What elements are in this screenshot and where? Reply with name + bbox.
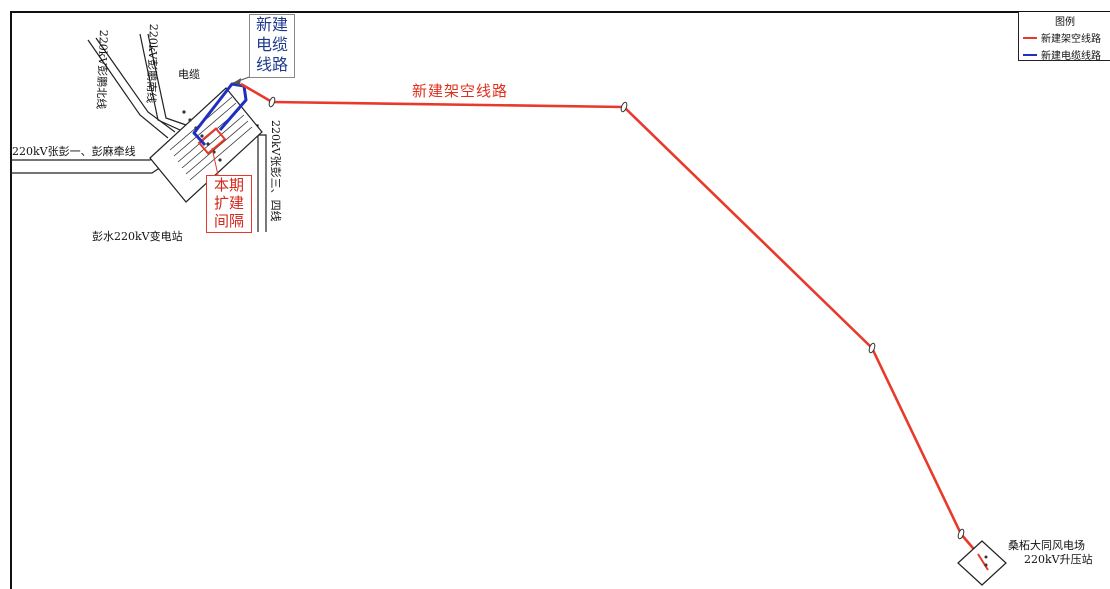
- bay-expansion-line1: 本期: [213, 176, 244, 194]
- wind-farm-name: 桑柘大同风电场: [1008, 539, 1085, 552]
- existing-line-pengmo-nan: [139, 33, 187, 131]
- new-cable-callout-line2: 电缆: [255, 35, 288, 54]
- legend-label-cable: 新建电缆线路: [1041, 51, 1101, 62]
- bay-expansion-callout: 本期 扩建 间隔: [206, 175, 252, 233]
- wind-farm-substation: [957, 540, 1007, 586]
- new-cable-callout-line1: 新建: [255, 15, 288, 34]
- tower-icon: [620, 101, 628, 113]
- legend-swatch-overhead: [1023, 36, 1037, 39]
- tower-markers: [268, 96, 965, 540]
- wind-farm-station: 220kV升压站: [1024, 553, 1093, 566]
- new-overhead-line: [240, 82, 979, 555]
- tower-icon: [868, 342, 876, 354]
- bay-callout-leader: [211, 147, 219, 176]
- legend-swatch-cable: [1023, 53, 1037, 56]
- legend-item-overhead: 新建架空线路: [1023, 30, 1110, 45]
- line-label-zhangpeng-1: 220kV张彭一、彭麻牵线: [12, 145, 136, 158]
- new-cable-callout-line3: 线路: [255, 55, 288, 74]
- bay-expansion-line3: 间隔: [213, 212, 244, 230]
- new-cable-line: [192, 82, 248, 147]
- tower-icon: [957, 528, 965, 540]
- bay-expansion-line2: 扩建: [213, 194, 244, 212]
- tower-icon: [268, 96, 276, 108]
- legend: 图例 新建架空线路 新建电缆线路: [1018, 12, 1110, 62]
- existing-line-pengmo-bei: [87, 37, 176, 139]
- line-label-zhangpeng-3-4: 220kV张彭三、四线: [269, 120, 282, 222]
- new-cable-callout: 新建 电缆 线路: [249, 14, 295, 78]
- line-label-pengmo-bei: 220kV彭鹏北线: [94, 29, 111, 110]
- legend-title: 图例: [1055, 17, 1075, 28]
- arrow-icon: [233, 78, 241, 85]
- new-overhead-line-label: 新建架空线路: [412, 82, 509, 100]
- map-border-top: [10, 11, 1110, 13]
- legend-label-overhead: 新建架空线路: [1041, 34, 1101, 45]
- pengshui-substation-label: 彭水220kV变电站: [92, 230, 183, 243]
- bay-expansion-marker: [197, 127, 227, 155]
- cable-label: 电缆: [178, 68, 200, 81]
- map-border-left: [10, 11, 12, 589]
- legend-item-cable: 新建电缆线路: [1023, 47, 1110, 62]
- line-label-pengmo-nan: 220kV彭鹏南线: [144, 23, 161, 104]
